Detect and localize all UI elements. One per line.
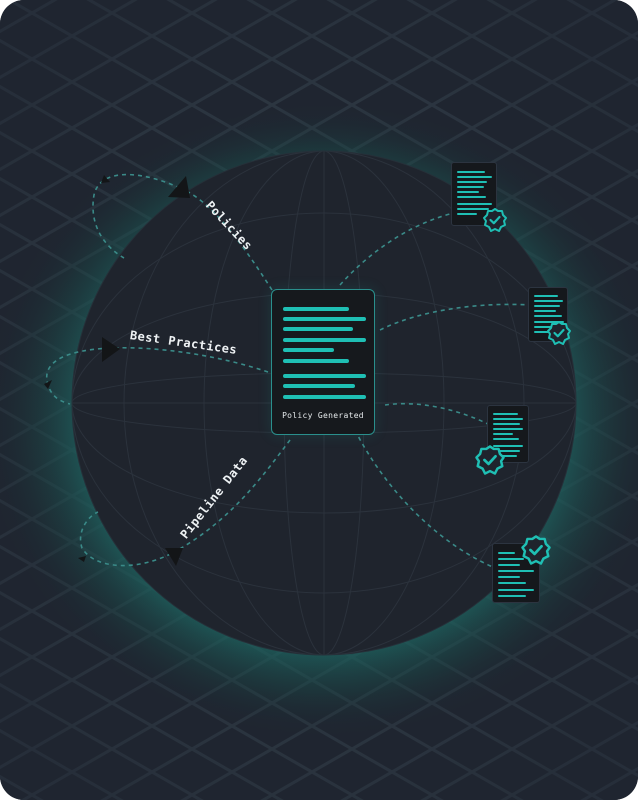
policy-generated-card: Policy Generated xyxy=(271,289,375,435)
document-icon xyxy=(451,162,497,226)
policy-generated-caption: Policy Generated xyxy=(282,411,364,420)
document-icon xyxy=(492,543,540,603)
arrow-triangle-icon xyxy=(44,175,190,566)
check-badge-icon xyxy=(475,445,505,475)
check-badge-icon xyxy=(547,321,571,345)
check-badge-icon xyxy=(483,208,507,232)
check-badge-icon xyxy=(521,535,551,565)
